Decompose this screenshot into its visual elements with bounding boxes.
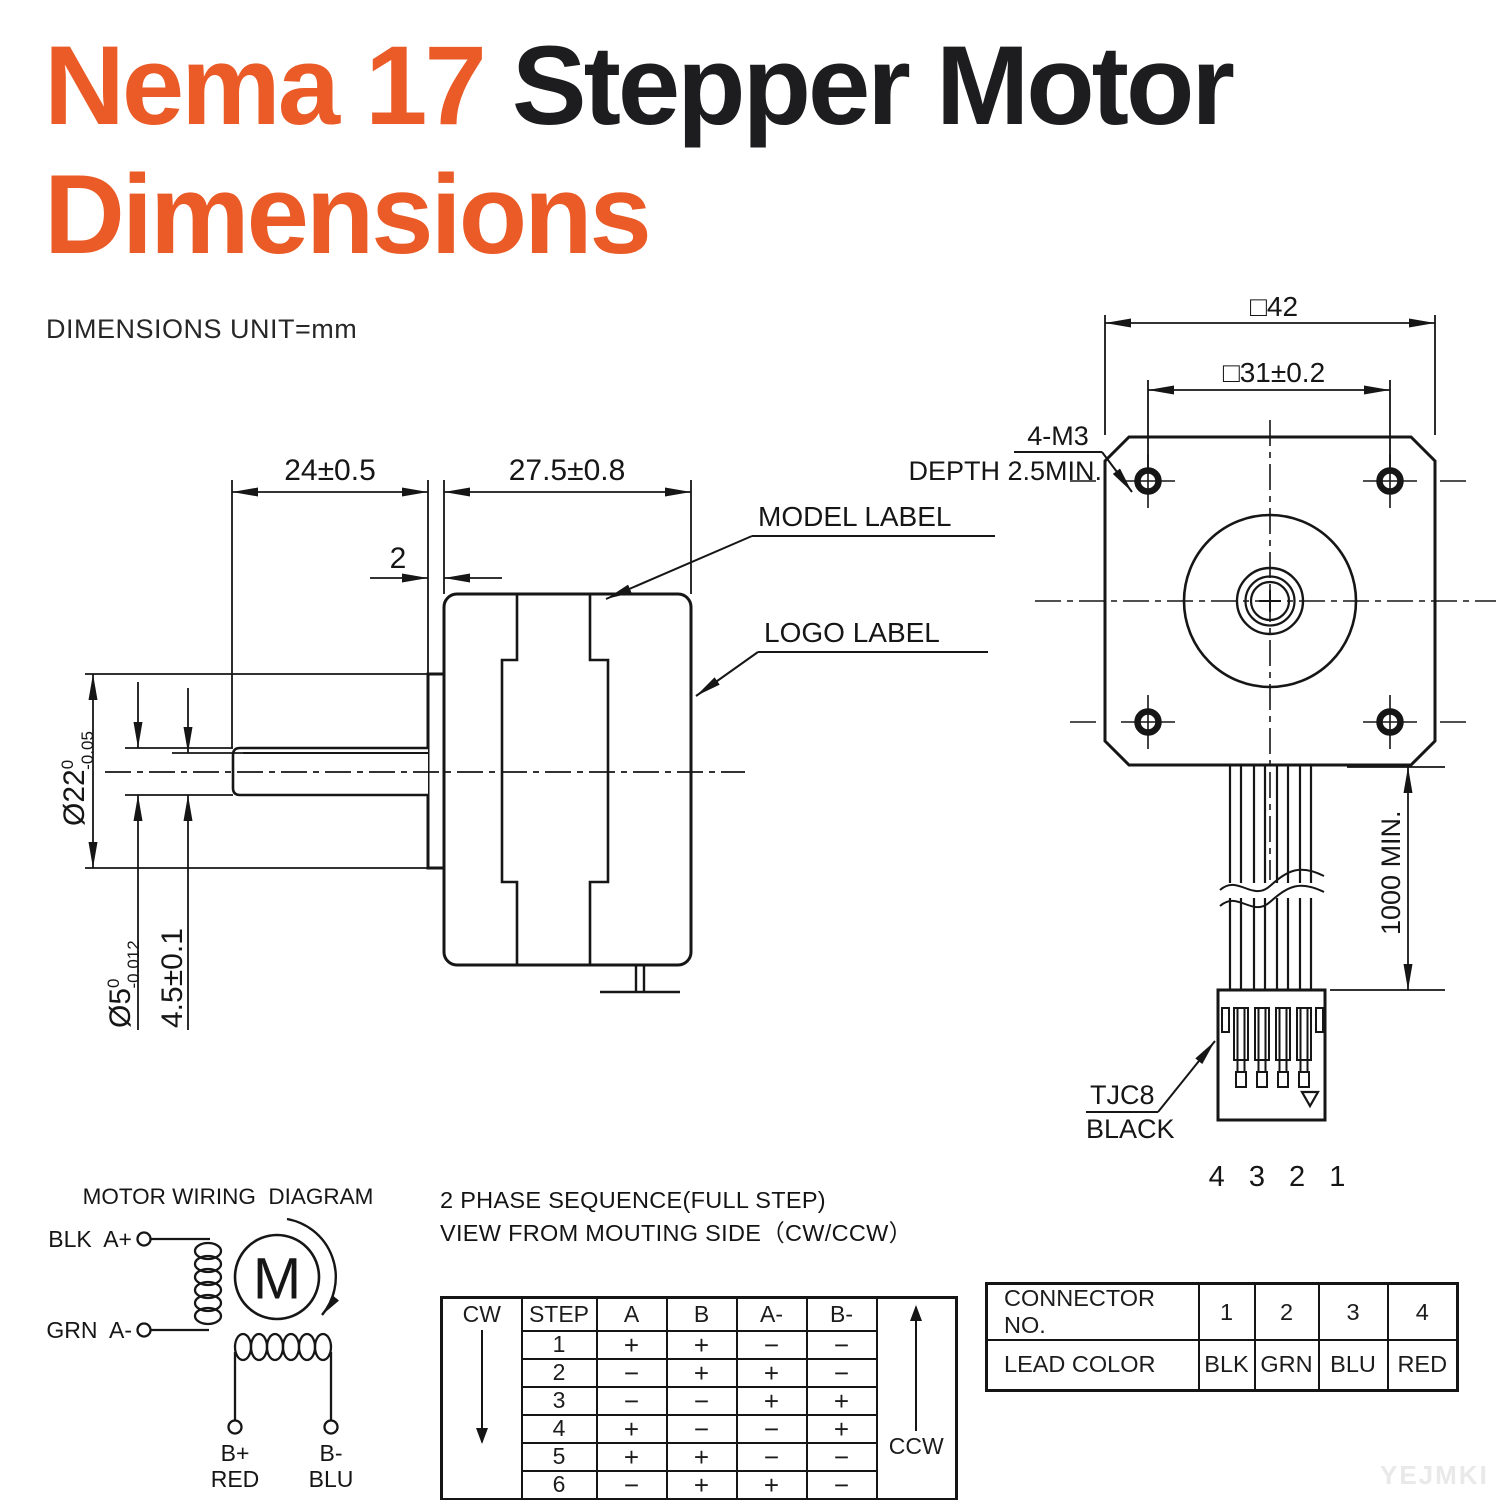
mount-hole-leader: [1014, 451, 1132, 492]
dimensions-unit-note: DIMENSIONS UNIT=mm: [46, 314, 358, 344]
wiring-diagram: MOTOR WIRING DIAGRAM BLK A+: [46, 1184, 374, 1492]
connector-pins: [1221, 1007, 1324, 1109]
side-view-texts: 24±0.5 27.5±0.8 2 Ø220-0.05 Ø50-0.012 4.…: [58, 454, 951, 1028]
title-stepper-motor: Stepper Motor: [511, 23, 1235, 148]
phase-row: 5 + + − −: [442, 1441, 957, 1472]
model-label-leader: [606, 535, 995, 599]
wire-break-line-upper: [1219, 868, 1325, 893]
lead-a-plus-text: BLK A+: [48, 1226, 132, 1252]
col-header-b: B: [665, 1296, 738, 1332]
bottom-wire-stub: [600, 965, 680, 994]
wire-break-line-lower: [1219, 884, 1325, 909]
phase-title-line-1: 2 PHASE SEQUENCE(FULL STEP): [440, 1187, 826, 1213]
motor-body-outline: [442, 592, 693, 967]
phase-sequence-block: 2 PHASE SEQUENCE(FULL STEP) VIEW FROM MO…: [440, 1184, 980, 1500]
ccw-arrow: [915, 1306, 918, 1431]
coil-b-legs: [233, 1352, 333, 1420]
dim-text-24: 24±0.5: [284, 454, 376, 487]
dim-text-1000: 1000 MIN.: [1376, 810, 1406, 935]
front-view-dimensions: [1014, 315, 1445, 1113]
motor-circle: [233, 1233, 321, 1321]
connector-no-label: CONNECTOR NO.: [985, 1282, 1200, 1341]
col-header-a: A: [595, 1296, 668, 1332]
title-line-2: Dimensions: [44, 151, 652, 277]
label-area-left-edge: [500, 595, 519, 964]
terminal-a-plus: [136, 1231, 152, 1247]
lead-b-minus-color-text: BLU: [309, 1466, 354, 1492]
terminal-b-plus: [227, 1419, 243, 1435]
cw-column: CW: [440, 1296, 523, 1500]
lead-b-minus-text: B-: [320, 1440, 343, 1466]
connector-polarity-triangle: [1300, 1090, 1320, 1109]
front-view-drawing: □42 □31±0.2 4-M3 DEPTH 2.5MIN. 1000 MIN.…: [908, 291, 1496, 1193]
label-area-right-edge: [588, 595, 610, 964]
side-view-dimensions: [85, 480, 995, 1030]
cw-label: CW: [462, 1300, 501, 1327]
side-view-geometry: [105, 592, 745, 994]
dim-text-d5: Ø50-0.012: [104, 940, 143, 1028]
lead-color-label: LEAD COLOR: [985, 1339, 1200, 1391]
front-boss: [426, 672, 446, 870]
dim-text-d22: Ø220-0.05: [58, 731, 97, 826]
page-title: Nema 17 Stepper Motor Dimensions: [44, 22, 1235, 280]
dim-text-flat: 4.5±0.1: [156, 928, 189, 1028]
phase-sequence-table: CW STEP A B A- B- CCW 1 +: [440, 1295, 958, 1500]
extension-lines-42: [1104, 315, 1436, 435]
dim-text-31: □31±0.2: [1223, 357, 1325, 388]
phase-row: 2 − + + −: [442, 1357, 957, 1388]
lead-wires: [1219, 765, 1325, 990]
connector-table-block: CONNECTOR NO. 1 2 3 4 LEAD COLOR BLK GRN…: [985, 1282, 1459, 1392]
col-header-a-minus: A-: [735, 1296, 808, 1332]
lead-a-minus-text: GRN A-: [46, 1317, 132, 1343]
terminal-a-minus: [136, 1322, 152, 1338]
wiring-title: MOTOR WIRING DIAGRAM: [83, 1184, 374, 1209]
lead-b-plus-text: B+: [221, 1440, 250, 1466]
extension-lines-31: [1147, 380, 1391, 468]
connector-table: CONNECTOR NO. 1 2 3 4 LEAD COLOR BLK GRN…: [985, 1282, 1459, 1392]
ccw-label: CCW: [888, 1432, 944, 1459]
phase-row: 4 + − − +: [442, 1413, 957, 1444]
extension-lines-1000: [1330, 766, 1445, 991]
extension-lines-top: [231, 480, 692, 748]
connector-text-2: BLACK: [1086, 1114, 1175, 1144]
wiring-texts: BLK A+ GRN A- M B+ RED B- BLU: [46, 1226, 353, 1492]
motor-symbol-text: M: [253, 1247, 301, 1312]
side-view-drawing: 24±0.5 27.5±0.8 2 Ø220-0.05 Ø50-0.012 4.…: [58, 454, 995, 1030]
title-nema17: Nema 17: [44, 23, 512, 148]
front-view-geometry: [1035, 420, 1496, 1122]
lead-b-plus-color-text: RED: [211, 1466, 260, 1492]
pin-numbers-text: 4 3 2 1: [1209, 1161, 1354, 1193]
logo-label-text: LOGO LABEL: [764, 617, 940, 648]
terminal-b-minus: [323, 1419, 339, 1435]
mount-hole-text-2: DEPTH 2.5MIN.: [908, 456, 1102, 486]
col-header-step: STEP: [520, 1296, 598, 1332]
lead-color-row: LEAD COLOR BLK GRN BLU RED: [985, 1339, 1459, 1391]
coil-b: [233, 1332, 333, 1362]
ccw-column: CCW: [875, 1296, 958, 1500]
phase-title-line-2: VIEW FROM MOUTING SIDE（CW/CCW）: [440, 1219, 913, 1246]
col-header-b-minus: B-: [805, 1296, 878, 1332]
model-label-text: MODEL LABEL: [758, 501, 951, 532]
title-line-1: Nema 17 Stepper Motor: [44, 22, 1235, 151]
phase-row: 3 − − + +: [442, 1385, 957, 1416]
extension-lines-boss: [85, 673, 428, 869]
extension-lines-shaft: [125, 747, 243, 796]
connector-leader: [1086, 1041, 1215, 1113]
coil-a: [193, 1241, 223, 1326]
dim-text-42: □42: [1250, 291, 1298, 322]
front-view-texts: □42 □31±0.2 4-M3 DEPTH 2.5MIN. 1000 MIN.…: [908, 291, 1406, 1193]
phase-row: 1 + + − −: [442, 1329, 957, 1360]
watermark: YEJMKI: [1380, 1460, 1489, 1490]
phase-row: 6 − + + −: [442, 1469, 957, 1500]
rotation-arrow: [286, 1217, 340, 1316]
dim-text-27-5: 27.5±0.8: [509, 454, 626, 487]
connector-text-1: TJC8: [1090, 1080, 1155, 1110]
dim-text-2: 2: [390, 542, 407, 575]
connector-no-row: CONNECTOR NO. 1 2 3 4: [985, 1282, 1459, 1341]
cw-arrow: [480, 1329, 483, 1442]
wiring-geometry: [136, 1217, 340, 1435]
mount-hole-text-1: 4-M3: [1027, 421, 1089, 451]
logo-label-leader: [696, 651, 988, 696]
centerlines: [1035, 420, 1496, 880]
